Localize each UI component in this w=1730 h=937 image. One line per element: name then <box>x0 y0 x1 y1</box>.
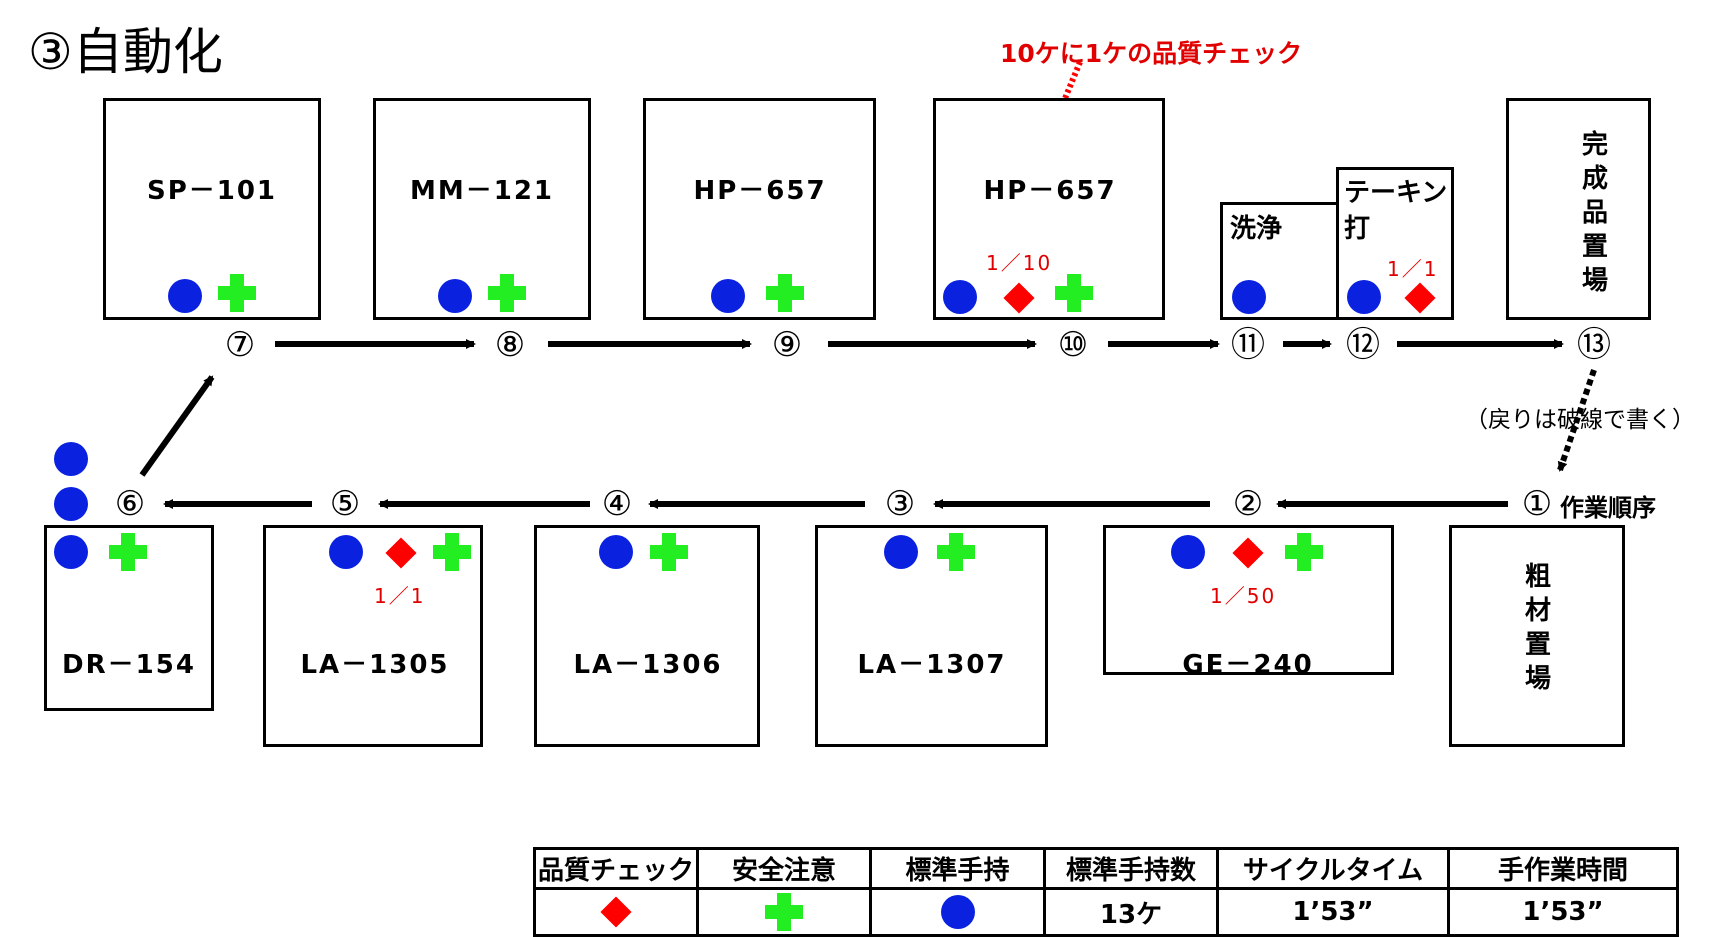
legend-header-stock: 標準手持 <box>869 847 1046 890</box>
standard-stock-circle <box>599 535 633 569</box>
step-7: ⑦ <box>224 325 256 365</box>
tekin-label-line2: 打 <box>1344 214 1371 244</box>
wash-label: 洗浄 <box>1230 214 1283 244</box>
machine-box-hp657-a <box>643 98 876 320</box>
legend-table: 品質チェック 安全注意 標準手持 標準手持数 サイクルタイム 手作業時間 13ケ… <box>533 847 1679 937</box>
standard-stock-circle <box>54 535 88 569</box>
legend-quality-symbol <box>533 887 699 937</box>
return-dashed-line <box>1557 369 1597 472</box>
quality-ratio: 1／1 <box>374 584 426 608</box>
finished-goods-box <box>1506 98 1651 320</box>
return-note: （戻りは破線で書く） <box>1465 407 1695 433</box>
safety-cross <box>937 533 975 571</box>
safety-cross <box>650 533 688 571</box>
step-5: ⑤ <box>329 484 361 524</box>
standard-stock-circle <box>438 279 472 313</box>
quality-check-diamond <box>600 896 632 928</box>
legend-header-quality: 品質チェック <box>533 847 699 890</box>
standard-stock-circle <box>329 535 363 569</box>
quality-ratio: 1／50 <box>1210 584 1277 608</box>
machine-label-la1306: LA－1306 <box>573 650 723 680</box>
standard-stock-circle <box>1232 280 1266 314</box>
legend-safety-symbol <box>696 887 872 937</box>
step-3: ③ <box>884 484 916 524</box>
legend-header-row: 品質チェック 安全注意 標準手持 標準手持数 サイクルタイム 手作業時間 <box>533 847 1679 890</box>
standard-stock-circle <box>168 279 202 313</box>
quality-ratio: 1／1 <box>1387 257 1439 281</box>
step-11: ⑪ <box>1231 325 1265 365</box>
legend-header-cycle-time: サイクルタイム <box>1216 847 1450 890</box>
safety-cross <box>1285 533 1323 571</box>
step-8: ⑧ <box>494 325 526 365</box>
machine-box-sp101 <box>103 98 321 320</box>
step-4: ④ <box>601 484 633 524</box>
legend-value-row: 13ケ 1’53” 1’53” <box>533 887 1679 937</box>
step-1: ① <box>1521 484 1553 524</box>
raw-materials-label: 粗 材 置 場 <box>1524 562 1551 694</box>
safety-cross <box>218 274 256 312</box>
machine-label-sp101: SP－101 <box>146 176 278 206</box>
legend-cycle-time: 1’53” <box>1216 887 1450 937</box>
standard-stock-circle <box>1347 280 1381 314</box>
machine-label-mm121: MM－121 <box>409 176 555 206</box>
standard-stock-circle <box>1171 535 1205 569</box>
step-9: ⑨ <box>771 325 803 365</box>
safety-cross <box>765 893 803 931</box>
order-note: 作業順序 <box>1560 494 1656 522</box>
machine-box-hp657-b <box>933 98 1165 320</box>
machine-label-ge240: GE－240 <box>1182 650 1314 680</box>
legend-stock-count: 13ケ <box>1043 887 1219 937</box>
legend-stock-symbol <box>869 887 1046 937</box>
standard-stock-circle <box>54 487 88 521</box>
arrow-6-7 <box>139 375 215 477</box>
page-title: ③自動化 <box>28 23 223 81</box>
safety-cross <box>433 533 471 571</box>
machine-box-mm121 <box>373 98 591 320</box>
machine-box-ge240 <box>1103 525 1394 675</box>
safety-cross <box>109 533 147 571</box>
step-12: ⑫ <box>1346 325 1380 365</box>
standard-stock-circle <box>943 280 977 314</box>
standard-stock-circle <box>711 279 745 313</box>
quality-ratio: 1／10 <box>986 251 1053 275</box>
machine-box-la1306 <box>534 525 760 747</box>
machine-label-la1307: LA－1307 <box>857 650 1007 680</box>
step-10: ⑩ <box>1057 325 1089 365</box>
quality-check-note: 10ケに1ケの品質チェック <box>1000 39 1303 68</box>
step-2: ② <box>1232 484 1264 524</box>
standard-stock-circle <box>884 535 918 569</box>
legend-manual-time: 1’53” <box>1447 887 1679 937</box>
machine-box-la1307 <box>815 525 1048 747</box>
tekin-label-line1: テーキン <box>1344 178 1448 208</box>
legend-header-safety: 安全注意 <box>696 847 872 890</box>
step-6: ⑥ <box>114 484 146 524</box>
finished-goods-label: 完 成 品 置 場 <box>1581 130 1608 296</box>
machine-label-hp657-b: HP－657 <box>983 176 1117 206</box>
standard-stock-circle <box>940 895 975 929</box>
raw-materials-box <box>1449 525 1625 747</box>
step-13: ⑬ <box>1577 325 1611 365</box>
machine-label-dr154: DR－154 <box>62 650 196 680</box>
legend-header-stock-count: 標準手持数 <box>1043 847 1219 890</box>
standard-stock-circle <box>54 442 88 476</box>
legend-header-manual-time: 手作業時間 <box>1447 847 1679 890</box>
machine-label-la1305: LA－1305 <box>300 650 450 680</box>
safety-cross <box>1055 274 1093 312</box>
safety-cross <box>488 274 526 312</box>
safety-cross <box>766 274 804 312</box>
machine-label-hp657-a: HP－657 <box>693 176 827 206</box>
